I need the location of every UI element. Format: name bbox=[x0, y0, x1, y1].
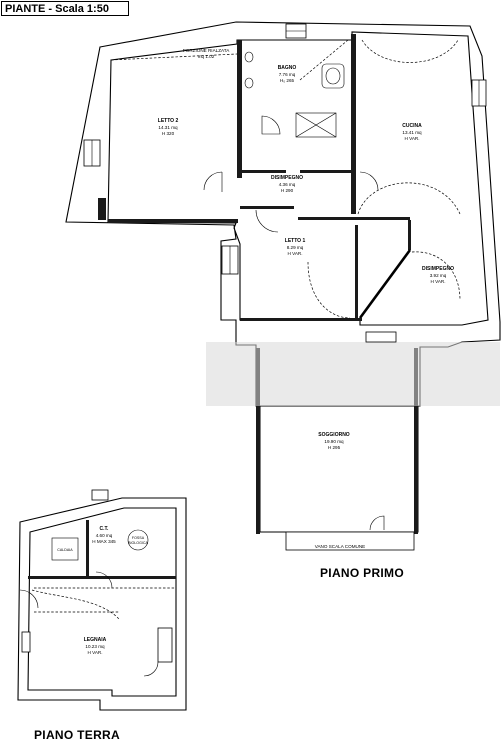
room-ct-area: 4.60 mq bbox=[96, 533, 113, 538]
room-bagno-name: BAGNO bbox=[278, 65, 297, 71]
sink-fixture bbox=[321, 63, 345, 89]
wall-letto2-bagno bbox=[237, 40, 242, 178]
door-legnaia-east-frame bbox=[157, 627, 173, 663]
wall-pier-letto2 bbox=[98, 198, 106, 220]
wall-bagno-disimpegno-2 bbox=[300, 170, 352, 173]
room-ct-name: C.T. bbox=[100, 526, 110, 532]
wall-letto2-south bbox=[108, 219, 238, 223]
cucina-overhead-arc bbox=[361, 39, 459, 63]
wall-soggiorno-west bbox=[256, 348, 260, 534]
room-letto1-name: LETTO 1 bbox=[285, 238, 306, 244]
room-letto2-height: H 320 bbox=[162, 131, 175, 136]
piano-primo-plan: PORZIONE RIALZATA mq 1.02 LETTO 2 14.31 … bbox=[65, 21, 501, 551]
room-legnaia-name: LEGNAIA bbox=[84, 637, 107, 643]
fossa-label-1: FOSSA bbox=[132, 536, 145, 540]
door-soggiorno bbox=[369, 515, 385, 531]
blurred-area bbox=[206, 342, 500, 406]
room-cucina-area: 13.41 mq bbox=[402, 130, 422, 135]
sink-basin bbox=[325, 67, 341, 85]
soggiorno-walls bbox=[259, 405, 419, 533]
door-letto1 bbox=[255, 209, 279, 233]
caldaia-label: CALDAIA bbox=[57, 548, 73, 552]
wall-disimpegno-south bbox=[240, 206, 294, 209]
bagno-overhead bbox=[299, 39, 349, 81]
room-letto1-area: 8.29 mq bbox=[287, 245, 304, 250]
wall-caldaia-divider bbox=[86, 520, 89, 576]
terra-arc bbox=[31, 589, 121, 621]
shower-tray bbox=[295, 112, 337, 138]
porzione-rialzata-line bbox=[110, 53, 238, 61]
wall-soggiorno-east bbox=[414, 348, 418, 534]
door-legnaia-west bbox=[19, 589, 39, 609]
room-bagno-area: 7.76 mq bbox=[279, 72, 296, 77]
page-title: PIANTE - Scala 1:50 bbox=[1, 1, 129, 16]
room-letto2-area: 14.31 mq bbox=[158, 125, 178, 130]
caldaia-box bbox=[51, 537, 79, 561]
outer-wall-terra bbox=[17, 497, 187, 711]
door-legnaia-east bbox=[143, 661, 159, 677]
vano-scala-label: VANO SCALA COMUNE bbox=[315, 544, 365, 549]
wall-letto1-north bbox=[298, 217, 410, 220]
window-legnaia bbox=[21, 631, 31, 653]
vano-scala bbox=[285, 531, 415, 551]
room-ct-height: H MAX 345 bbox=[92, 539, 116, 544]
room-cucina-name: CUCINA bbox=[402, 123, 422, 129]
wall-diagonal bbox=[358, 249, 412, 319]
room-disimpegno2-name: DISIMPEGNO bbox=[422, 266, 454, 272]
letto1-arc bbox=[307, 261, 351, 319]
door-bagno bbox=[261, 115, 281, 135]
room-disimpegno1-height: H 290 bbox=[281, 188, 294, 193]
window-ct bbox=[91, 489, 109, 501]
door-letto2 bbox=[203, 171, 223, 191]
floor-label-primo: PIANO PRIMO bbox=[320, 566, 404, 580]
toilet-fixture bbox=[244, 51, 254, 63]
room-disimpegno2-height: H VAR. bbox=[431, 279, 446, 284]
wall-letto1-south bbox=[240, 318, 362, 321]
wall-bagno-cucina bbox=[351, 34, 356, 214]
door-cucina bbox=[359, 171, 379, 191]
room-legnaia-height: H VAR. bbox=[88, 650, 103, 655]
fossa-label-2: BIOLOGICA bbox=[128, 541, 148, 545]
room-disimpegno2-area: 3.92 mq bbox=[430, 273, 447, 278]
fossa-biologica-circle bbox=[127, 529, 149, 551]
wall-ct-legnaia bbox=[28, 576, 176, 579]
room-disimpegno1-area: 4.36 mq bbox=[279, 182, 296, 187]
room-legnaia-area: 10.23 mq bbox=[85, 644, 105, 649]
wall-bagno-disimpegno bbox=[240, 170, 286, 173]
shower-cross-2 bbox=[295, 112, 337, 138]
disimpegno2-arc bbox=[357, 182, 461, 215]
room-letto2-name: LETTO 2 bbox=[158, 118, 179, 124]
door-ct bbox=[95, 571, 113, 589]
floor-label-terra: PIANO TERRA bbox=[34, 728, 120, 742]
room-disimpegno1-name: DISIMPEGNO bbox=[271, 175, 303, 181]
room-letto1-height: H VAR. bbox=[288, 251, 303, 256]
window-disimpegno bbox=[365, 331, 397, 343]
room-bagno-height: H₀ 265 bbox=[280, 78, 295, 83]
room-soggiorno-height: H 295 bbox=[328, 445, 341, 450]
porzione-rialzata-label: PORZIONE RIALZATA bbox=[183, 48, 230, 53]
room-soggiorno-name: SOGGIORNO bbox=[318, 432, 350, 438]
porzione-rialzata-area: mq 1.02 bbox=[198, 54, 215, 59]
bidet-fixture bbox=[244, 77, 254, 89]
wall-letto1-east bbox=[355, 225, 358, 320]
piano-terra-plan: CALDAIA FOSSA BIOLOGICA C.T. 4.60 mq H M… bbox=[17, 489, 187, 711]
room-soggiorno-area: 19.90 mq bbox=[324, 439, 344, 444]
wall-diag-stub bbox=[408, 220, 411, 250]
room-cucina-height: H VAR. bbox=[405, 136, 420, 141]
